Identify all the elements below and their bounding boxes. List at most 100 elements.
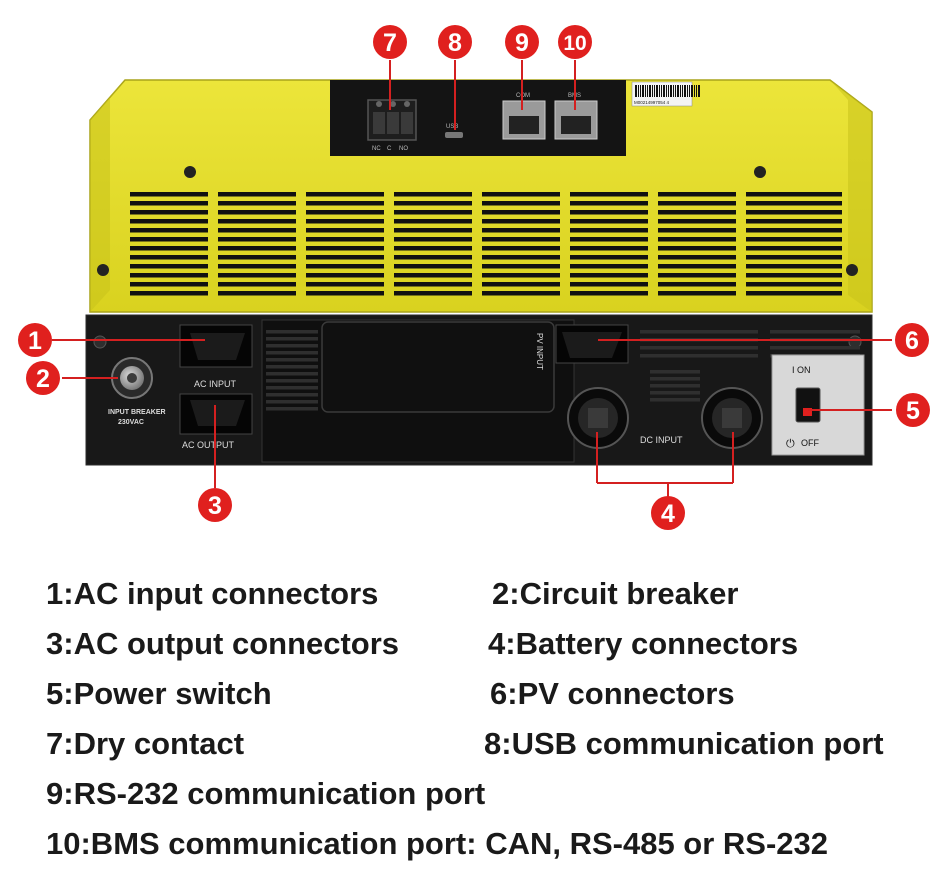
- vent-slot: [218, 201, 296, 206]
- vent-slot: [306, 273, 384, 278]
- barcode-bar: [656, 85, 658, 97]
- legend-item-3: 3:AC output connectors: [46, 626, 400, 661]
- input-breaker: INPUT BREAKER 230VAC: [108, 357, 166, 426]
- cooling-slot: [266, 337, 318, 341]
- vent-slot: [482, 237, 560, 242]
- vent-slot: [306, 237, 384, 242]
- vent-slot: [746, 237, 824, 242]
- vent-slot: [306, 255, 384, 260]
- vent-slot: [658, 219, 736, 224]
- legend-item-1: 1:AC input connectors: [46, 576, 379, 611]
- cooling-slot: [266, 351, 318, 355]
- ac-output-label: AC OUTPUT: [182, 440, 235, 450]
- vent-slot: [570, 192, 648, 197]
- pv-input-terminal: [555, 324, 629, 364]
- marker-1: 1: [18, 323, 52, 357]
- svg-text:6: 6: [905, 327, 919, 355]
- barcode-bar: [680, 85, 681, 97]
- barcode-bar: [696, 85, 697, 97]
- svg-text:1: 1: [28, 327, 42, 355]
- vent-slot: [482, 228, 560, 233]
- vent-slot: [822, 246, 842, 251]
- marker-5: 5: [896, 393, 930, 427]
- legend-item-6: 6:PV connectors: [490, 676, 735, 711]
- vent-slot: [394, 291, 472, 296]
- barcode-bar: [666, 85, 667, 97]
- vent-slot: [482, 282, 560, 287]
- barcode-bar: [654, 85, 655, 97]
- power-icon: ⏻: [786, 438, 795, 450]
- barcode-bar: [638, 85, 639, 97]
- vent-slot: [394, 210, 472, 215]
- legend-item-4: 4:Battery connectors: [488, 626, 799, 661]
- vent-slot: [822, 201, 842, 206]
- barcode-bar: [652, 85, 653, 97]
- barcode-bar: [670, 85, 672, 97]
- vent-slot: [394, 237, 472, 242]
- switch-on-label: I ON: [792, 365, 811, 375]
- vent-slot: [394, 246, 472, 251]
- vent-slot: [394, 255, 472, 260]
- marker-8: 8: [438, 25, 472, 59]
- vent-slot: [658, 291, 736, 296]
- vent-slot: [570, 264, 648, 269]
- barcode-bar: [640, 85, 641, 97]
- dc-input-terminals: [567, 387, 763, 449]
- vent-slot: [822, 237, 842, 242]
- cooling-slot: [266, 393, 318, 397]
- vent-slot: [130, 237, 208, 242]
- vent-slot: [570, 228, 648, 233]
- barcode-bar: [682, 85, 683, 97]
- vent-slot: [658, 192, 736, 197]
- cooling-slot: [640, 354, 758, 358]
- serial-sticker: M00214997054 4: [631, 81, 700, 107]
- vent-slot: [570, 237, 648, 242]
- legend-item-5: 5:Power switch: [46, 676, 272, 711]
- vent-slot: [394, 273, 472, 278]
- breaker-voltage-label: 230VAC: [118, 419, 144, 426]
- marker-3: 3: [198, 488, 232, 522]
- vent-slot: [394, 192, 472, 197]
- svg-text:5: 5: [906, 397, 920, 425]
- cooling-slot: [266, 365, 318, 369]
- legend-item-8: 8:USB communication port: [484, 726, 884, 761]
- cooling-slot: [770, 330, 860, 334]
- yellow-chassis: [89, 79, 873, 313]
- vent-slot: [746, 219, 824, 224]
- cooling-slot: [650, 398, 700, 402]
- vent-slot: [130, 201, 208, 206]
- vent-slot: [306, 291, 384, 296]
- vent-slot: [746, 192, 824, 197]
- cooling-slot: [770, 346, 860, 350]
- barcode-bar: [694, 85, 695, 97]
- vent-slot: [570, 210, 648, 215]
- vent-slot: [306, 210, 384, 215]
- cooling-slot: [266, 344, 318, 348]
- vent-slot: [570, 273, 648, 278]
- marker-9: 9: [505, 25, 539, 59]
- vent-slot: [218, 219, 296, 224]
- barcode-bar: [698, 85, 700, 97]
- vent-slot: [658, 255, 736, 260]
- usb-label: USB: [446, 124, 458, 130]
- vent-slot: [570, 201, 648, 206]
- vent-slot: [218, 264, 296, 269]
- power-switch-housing: I ON ⏻ OFF: [771, 354, 865, 456]
- vent-slot: [130, 264, 208, 269]
- vent-slot: [822, 210, 842, 215]
- cooling-slot: [650, 377, 700, 381]
- dc-input-label: DC INPUT: [640, 435, 683, 445]
- vent-slot: [482, 210, 560, 215]
- barcode-bar: [647, 85, 648, 97]
- vent-slot: [822, 273, 842, 278]
- vent-slot: [130, 291, 208, 296]
- barcode-bar: [687, 85, 688, 97]
- vent-slot: [482, 255, 560, 260]
- vent-slot: [394, 282, 472, 287]
- vent-slot: [658, 264, 736, 269]
- vent-slot: [658, 282, 736, 287]
- vent-slot: [658, 228, 736, 233]
- vent-slot: [130, 228, 208, 233]
- vent-slot: [394, 219, 472, 224]
- vent-slot: [130, 282, 208, 287]
